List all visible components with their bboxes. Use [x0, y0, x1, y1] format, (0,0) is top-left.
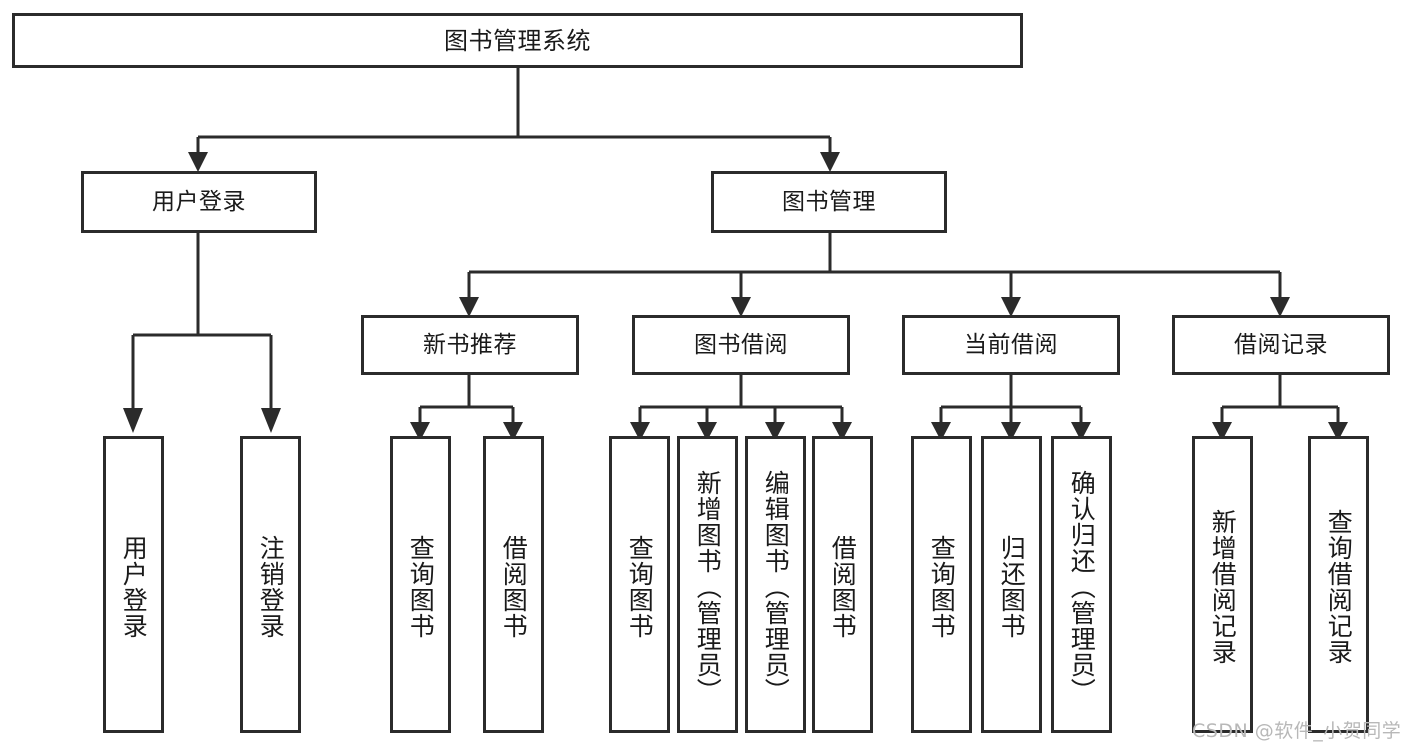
node-label: 当前借阅: [964, 331, 1058, 358]
node-label: 用户登录: [119, 534, 149, 639]
node-label: 借阅图书: [499, 534, 529, 639]
node-label: 借阅图书: [828, 534, 858, 639]
node-book-management[interactable]: 图书管理: [711, 171, 947, 233]
node-label: 图书管理: [782, 188, 876, 215]
node-label: 查询图书: [625, 534, 655, 639]
node-label: 查询图书: [927, 534, 957, 639]
leaf-user-login-logout[interactable]: 注销登录: [240, 436, 301, 733]
node-label: 归还图书: [997, 534, 1027, 639]
node-label: 新增图书（管理员）: [693, 469, 723, 704]
node-label: 查询借阅记录: [1324, 508, 1354, 665]
leaf-current-query-book[interactable]: 查询图书: [911, 436, 972, 733]
leaf-borrow-add-book[interactable]: 新增图书（管理员）: [677, 436, 738, 733]
leaf-current-confirm-return[interactable]: 确认归还（管理员）: [1051, 436, 1112, 733]
node-label: 确认归还（管理员）: [1067, 469, 1097, 704]
node-root-system[interactable]: 图书管理系统: [12, 13, 1023, 68]
node-label: 图书管理系统: [444, 26, 591, 55]
node-borrow-records[interactable]: 借阅记录: [1172, 315, 1390, 375]
node-new-book-recommend[interactable]: 新书推荐: [361, 315, 579, 375]
node-label: 新书推荐: [423, 331, 517, 358]
leaf-user-login-login[interactable]: 用户登录: [103, 436, 164, 733]
node-label: 用户登录: [152, 188, 246, 215]
node-label: 图书借阅: [694, 331, 788, 358]
watermark-text: CSDN @软件_小贺同学: [1192, 720, 1402, 742]
leaf-borrow-borrow-book[interactable]: 借阅图书: [812, 436, 873, 733]
node-user-login[interactable]: 用户登录: [81, 171, 317, 233]
leaf-records-add-record[interactable]: 新增借阅记录: [1192, 436, 1253, 733]
leaf-records-query-record[interactable]: 查询借阅记录: [1308, 436, 1369, 733]
leaf-borrow-edit-book[interactable]: 编辑图书（管理员）: [745, 436, 806, 733]
node-label: 注销登录: [256, 534, 286, 639]
node-book-borrow[interactable]: 图书借阅: [632, 315, 850, 375]
node-label: 查询图书: [406, 534, 436, 639]
leaf-borrow-query-book[interactable]: 查询图书: [609, 436, 670, 733]
leaf-recommend-query-book[interactable]: 查询图书: [390, 436, 451, 733]
leaf-recommend-borrow-book[interactable]: 借阅图书: [483, 436, 544, 733]
node-label: 新增借阅记录: [1208, 508, 1238, 665]
leaf-current-return-book[interactable]: 归还图书: [981, 436, 1042, 733]
node-label: 编辑图书（管理员）: [761, 469, 791, 704]
node-label: 借阅记录: [1234, 331, 1328, 358]
node-current-borrow[interactable]: 当前借阅: [902, 315, 1120, 375]
